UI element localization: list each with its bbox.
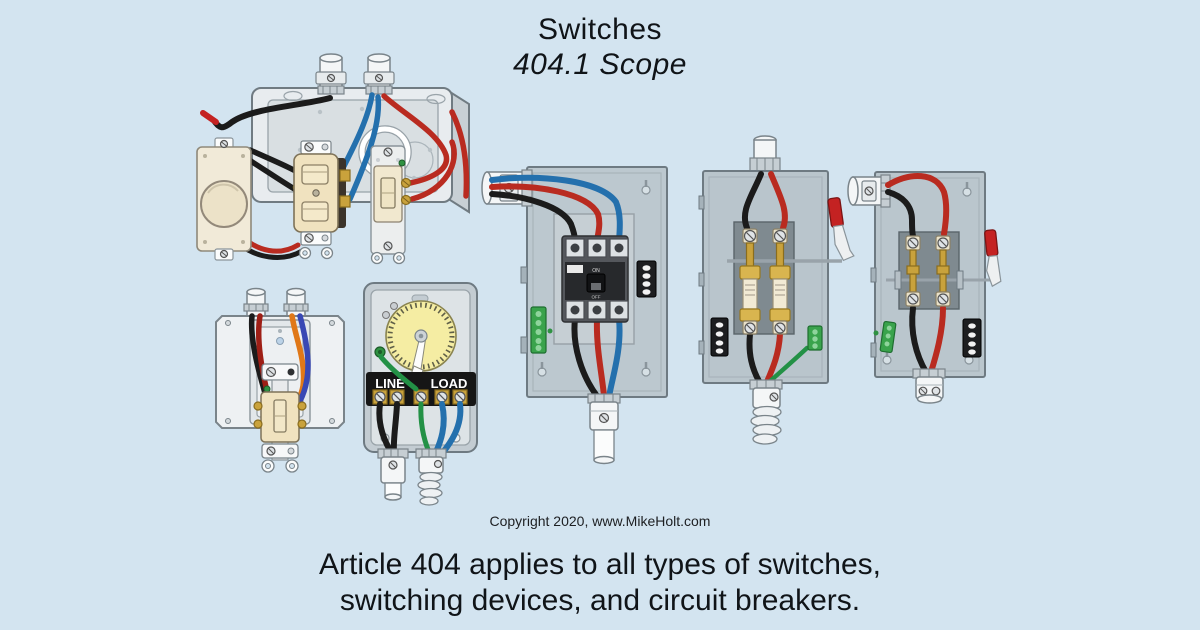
emt-connector [377, 448, 409, 501]
red-pigtail-wire [200, 110, 219, 125]
lug-block [962, 318, 982, 358]
cable-connector [243, 287, 269, 317]
single-toggle-switch [370, 145, 412, 265]
disconnect-handle [827, 197, 855, 262]
duplex-toggle-switch [293, 140, 351, 260]
conduit-connector [749, 135, 781, 173]
page-title: Switches [537, 13, 663, 46]
box-toggle-switch [253, 363, 307, 473]
knife-blade-switch [905, 235, 921, 307]
ground-screw [263, 385, 271, 393]
dimmer-knob [200, 180, 248, 228]
cable-connector [315, 53, 347, 95]
caption-line-1: Article 404 applies to all types of swit… [319, 548, 881, 581]
terminal-screws [372, 389, 468, 405]
copyright-text: Copyright 2020, www.MikeHolt.com [489, 513, 711, 529]
metal-box-toggle-switch-figure [215, 287, 345, 473]
flex-conduit-connector [415, 448, 447, 506]
breaker-disconnect-figure: ON OFF [481, 166, 668, 465]
ground-terminal-bar [879, 320, 897, 354]
lug-block [636, 260, 657, 298]
disconnect-handle [984, 229, 1002, 288]
timer-terminal-strip: LINE LOAD [366, 372, 476, 406]
ground-terminal-bar [807, 325, 823, 351]
knife-blade-switch [935, 235, 951, 307]
timer-dial [382, 300, 457, 389]
knife-disconnect-figure [847, 171, 1002, 404]
line-label: LINE [375, 376, 405, 391]
caption-line-2: switching devices, and circuit breakers. [339, 584, 861, 617]
ground-screw [398, 159, 406, 167]
conduit-connector [912, 368, 946, 404]
page-subtitle: 404.1 Scope [513, 48, 687, 81]
flex-conduit-connector [749, 379, 783, 445]
conduit-connector [847, 174, 891, 208]
keyhole-slots [537, 180, 651, 377]
cartridge-fuse-assembly [739, 228, 761, 335]
conduit-connector [587, 393, 621, 465]
lug-block [710, 317, 729, 357]
fused-disconnect-figure [698, 135, 855, 445]
dimmer-switch [196, 137, 252, 261]
cartridge-fuse-assembly [769, 228, 791, 335]
time-switch-figure: LINE LOAD [363, 282, 478, 506]
breaker-off-label: OFF [592, 295, 601, 300]
ground-screw [873, 330, 879, 336]
breaker-on-label: ON [592, 268, 600, 274]
load-label: LOAD [431, 376, 468, 391]
cable-connector [283, 287, 309, 317]
keyhole-slots [882, 182, 974, 365]
ground-terminal-bar [530, 306, 553, 354]
junction-box-switches-figure [196, 53, 470, 265]
cable-connector [363, 53, 395, 95]
circuit-breaker: ON OFF [561, 235, 629, 323]
